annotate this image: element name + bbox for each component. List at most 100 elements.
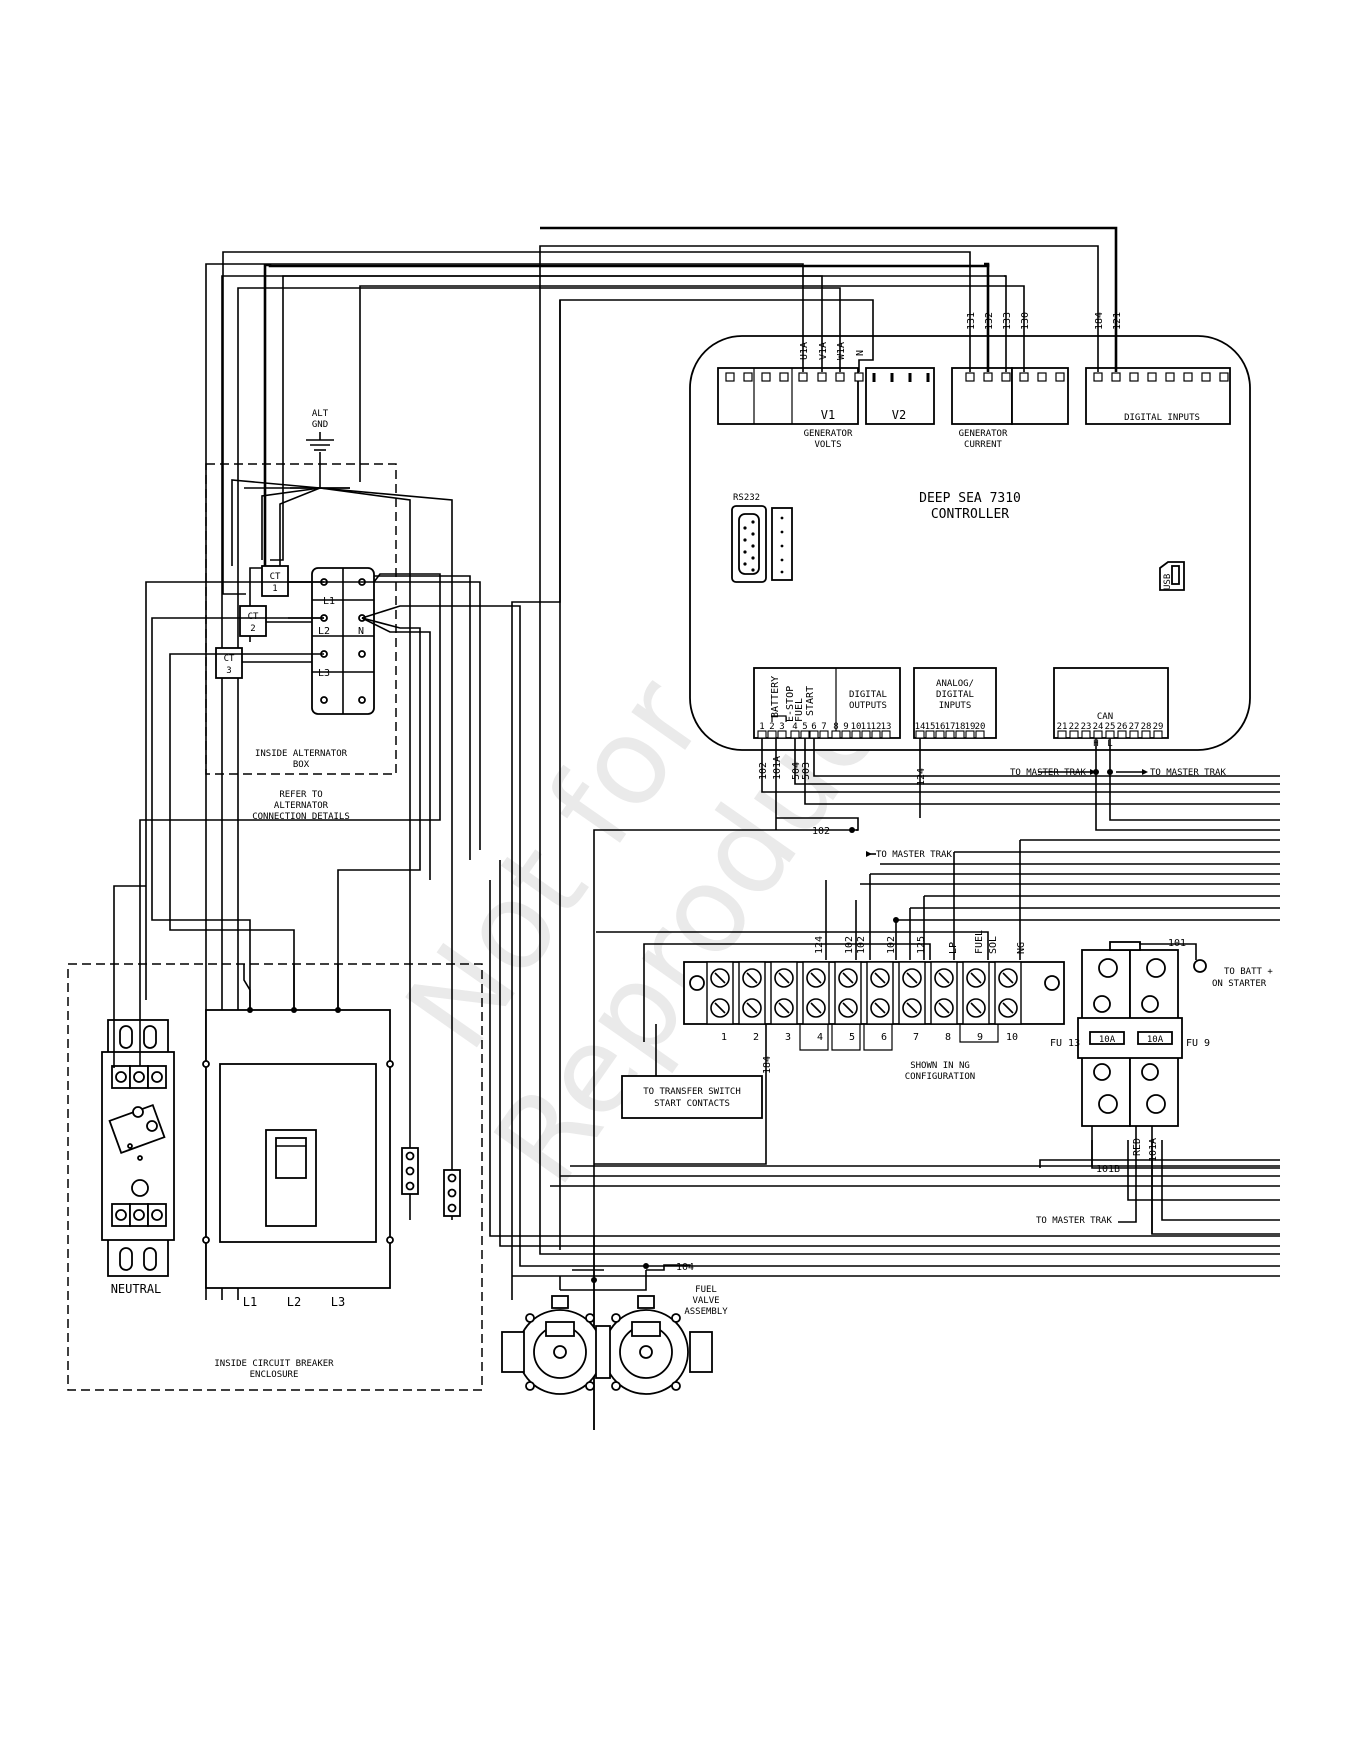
ct-wire-label: 133 xyxy=(1002,312,1013,330)
strip-screw-slot xyxy=(842,972,854,984)
controller-title-1: DEEP SEA 7310 xyxy=(919,491,1021,506)
can-terminal-number: 23 xyxy=(1081,722,1092,732)
bottom-terminal-number: 12 xyxy=(871,722,882,732)
bottom-terminal-square xyxy=(925,730,935,739)
wire-101b-label: 101B xyxy=(1096,1164,1120,1175)
can-terminal-number: 24 xyxy=(1093,722,1104,732)
bottom-terminal-square xyxy=(871,730,881,739)
master-trak-3: TO MASTER TRAK xyxy=(876,850,952,860)
bottom-terminal-square xyxy=(881,730,891,739)
bottom-wire-label: 504 xyxy=(791,762,802,780)
fu13-label: FU 13 xyxy=(1050,1038,1080,1049)
fu13-rating: 10A xyxy=(1099,1035,1116,1045)
strip-screw-slot xyxy=(874,972,886,984)
bottom-terminal-number: 19 xyxy=(965,722,976,732)
can-terminal-number: 28 xyxy=(1141,722,1152,732)
bottom-terminal-square xyxy=(851,730,861,739)
terminal-square xyxy=(835,372,845,382)
bottom-terminal-square xyxy=(819,730,829,739)
alt-l2: L2 xyxy=(318,626,330,637)
alt-l1: L1 xyxy=(323,596,335,607)
terminal-block-battery-outputs xyxy=(753,667,901,739)
bottom-terminal-square xyxy=(777,730,787,739)
ct-3-num: 3 xyxy=(226,666,231,676)
strip-top-label: FUEL xyxy=(974,930,985,954)
can-terminal-square xyxy=(1129,730,1139,739)
bottom-terminal-square xyxy=(757,730,767,739)
alt-n: N xyxy=(358,626,364,637)
v1-wire-label: U1A xyxy=(799,342,810,360)
strip-screw-slot xyxy=(938,972,950,984)
v1-label: V1 xyxy=(821,408,835,422)
fuse-block: 10A 10A FU 13 FU 9 TO BATT + ON STARTER xyxy=(1050,941,1273,1234)
terminal-block-v2 xyxy=(865,367,935,425)
bottom-terminal-square xyxy=(831,730,841,739)
terminal-square xyxy=(1201,372,1211,382)
v2-label: V2 xyxy=(892,408,906,422)
strip-screw-slot xyxy=(970,1002,982,1014)
neutral-label: NEUTRAL xyxy=(111,1282,162,1296)
ct-2-label: CT xyxy=(248,612,259,622)
v1-wire-label: V1A xyxy=(818,342,829,360)
terminal-bar xyxy=(872,373,876,382)
connector-left xyxy=(401,1147,419,1195)
strip-screw-slot xyxy=(1002,972,1014,984)
can-terminal-square xyxy=(1141,730,1151,739)
alt-l3: L3 xyxy=(318,668,330,679)
di-wire-label: 184 xyxy=(1094,312,1105,330)
terminal-square xyxy=(761,372,771,382)
strip-number: 2 xyxy=(753,1032,759,1043)
terminal-square xyxy=(1019,372,1029,382)
strip-top-label: 124 xyxy=(814,936,825,954)
di-wire-label: 121 xyxy=(1112,312,1123,330)
wire-124-label: 124 xyxy=(916,768,927,786)
terminal-square xyxy=(798,372,808,382)
terminal-square xyxy=(1129,372,1139,382)
strip-number: 10 xyxy=(1006,1032,1018,1043)
can-label: CAN xyxy=(1097,712,1113,722)
strip-number: 8 xyxy=(945,1032,951,1043)
wire-red-label: RED xyxy=(1132,1138,1143,1156)
can-terminal-number: 25 xyxy=(1105,722,1116,732)
refer-label-3: CONNECTION DETAILS xyxy=(252,812,350,822)
can-terminal-number: 26 xyxy=(1117,722,1128,732)
bottom-terminal-square xyxy=(965,730,975,739)
bottom-terminal-number: 9 xyxy=(843,722,848,732)
terminal-square xyxy=(1037,372,1047,382)
terminal-square xyxy=(743,372,753,382)
bottom-wire-label: 101A xyxy=(772,756,783,780)
bottom-terminal-number: 7 xyxy=(821,722,826,732)
batt-label-1: TO BATT + xyxy=(1224,967,1273,977)
rs232-port[interactable] xyxy=(731,505,793,583)
batt-label-2: ON STARTER xyxy=(1212,979,1267,989)
master-trak-2: TO MASTER TRAK xyxy=(1150,768,1226,778)
strip-screw-slot xyxy=(1002,1002,1014,1014)
fuel-valve-left xyxy=(501,1295,603,1395)
config-label-2: CONFIGURATION xyxy=(905,1072,975,1082)
terminal-square xyxy=(817,372,827,382)
bottom-terminal-square xyxy=(915,730,925,739)
terminal-square xyxy=(1219,372,1229,382)
strip-screw-slot xyxy=(778,1002,790,1014)
gen-volts-label-1: GENERATOR xyxy=(804,429,853,439)
can-terminal-number: 22 xyxy=(1069,722,1080,732)
bottom-terminal-number: 14 xyxy=(915,722,926,732)
fu9-label: FU 9 xyxy=(1186,1038,1210,1049)
strip-screw-slot xyxy=(746,1002,758,1014)
breaker-l2: L2 xyxy=(287,1295,301,1309)
terminal-square xyxy=(1147,372,1157,382)
breaker-l3: L3 xyxy=(331,1295,345,1309)
controller-title-2: CONTROLLER xyxy=(931,507,1009,522)
bottom-terminal-number: 8 xyxy=(833,722,838,732)
usb-port[interactable]: USB xyxy=(1159,561,1185,591)
alt-gnd-label-1: ALT xyxy=(312,409,329,419)
digital-inputs-label: DIGITAL INPUTS xyxy=(1124,413,1200,423)
ct-1-label: CT xyxy=(270,572,281,582)
strip-number: 7 xyxy=(913,1032,919,1043)
fuel-valve-label-3: ASSEMBLY xyxy=(684,1307,728,1317)
terminal-square xyxy=(725,372,735,382)
bottom-terminal-number: 13 xyxy=(881,722,892,732)
gen-current-label-1: GENERATOR xyxy=(959,429,1008,439)
